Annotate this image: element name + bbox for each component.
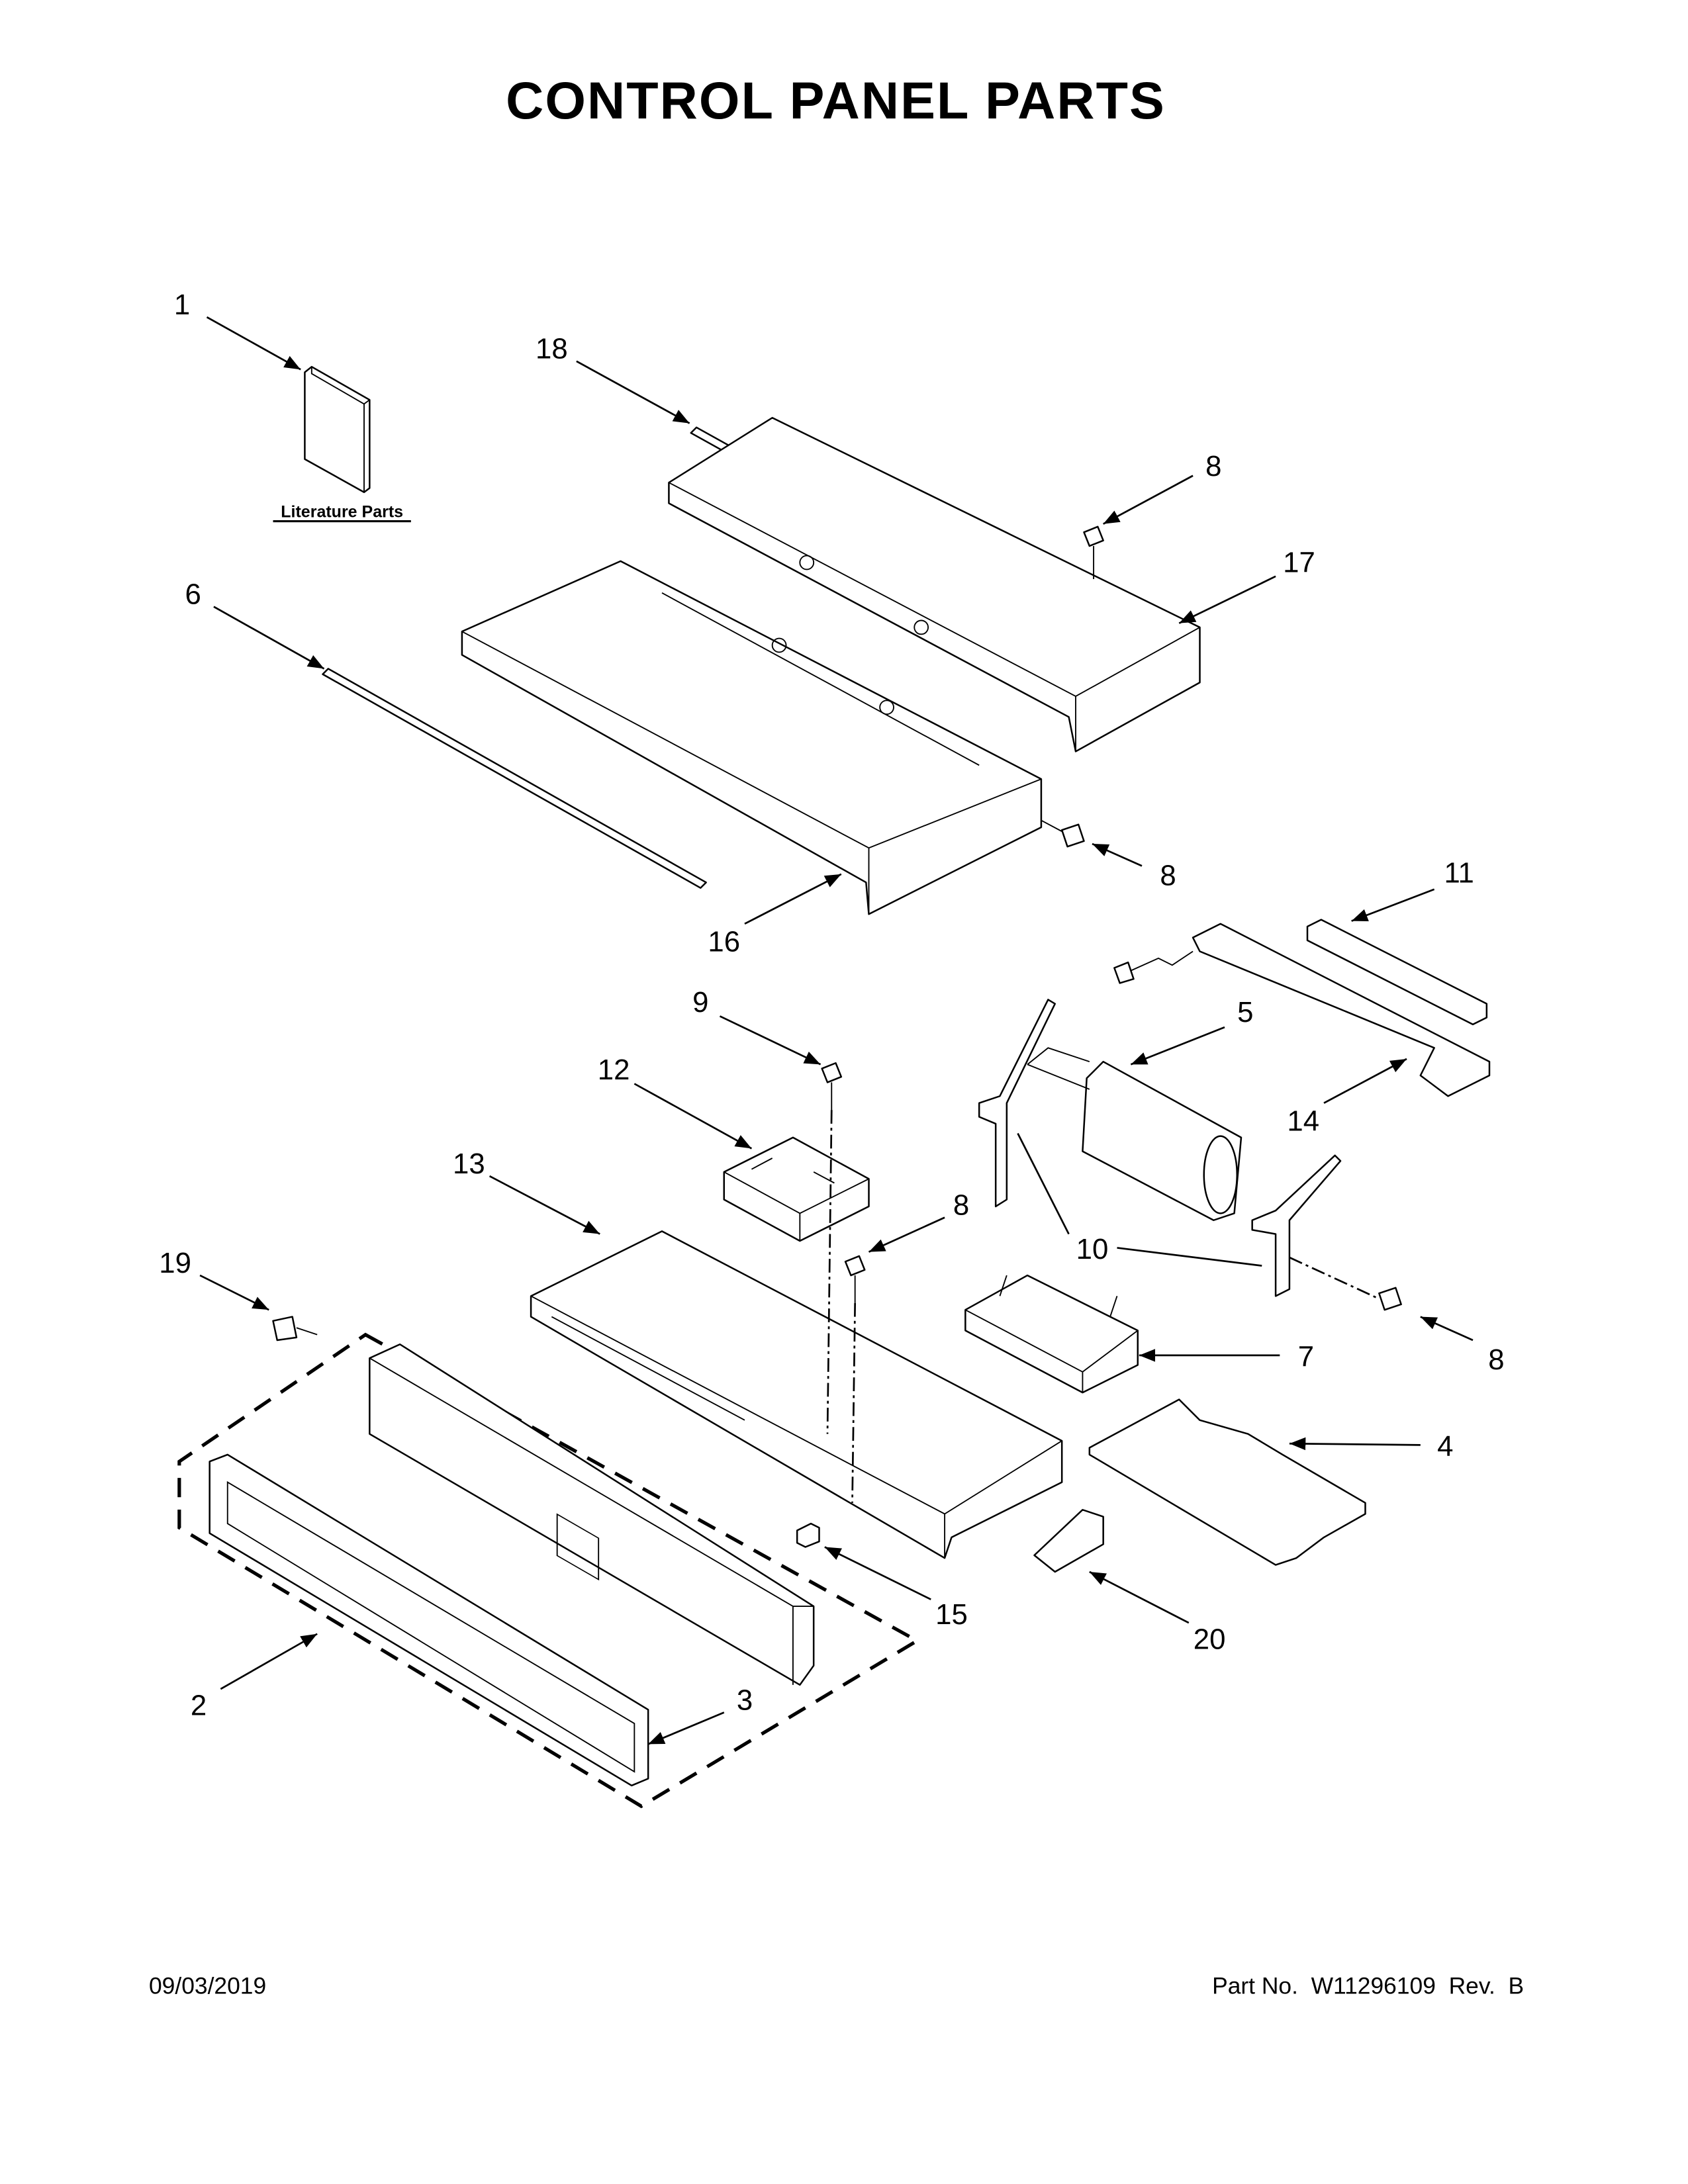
- bracket-10-right: [1251, 1154, 1380, 1300]
- callout-10: 10: [1076, 1233, 1109, 1265]
- rod-6: [322, 668, 707, 889]
- callout-11: 11: [1444, 856, 1474, 889]
- callout-20: 20: [1194, 1623, 1226, 1656]
- insulation-4: [1088, 1398, 1366, 1566]
- control-board-12: [723, 1136, 870, 1242]
- screw-8-side: [1041, 819, 1085, 848]
- screw-19: [272, 1316, 318, 1342]
- callout-6: 6: [185, 578, 201, 611]
- callout-8: 8: [1488, 1343, 1504, 1376]
- callout-5: 5: [1237, 996, 1253, 1028]
- blower-5: [1027, 1047, 1243, 1222]
- footer-part-number: Part No. W11296109 Rev. B: [1212, 1973, 1524, 1999]
- literature-book: [304, 365, 371, 493]
- bracket-14: [1192, 923, 1491, 1097]
- callout-numbers: 1 18 8 17 6 8 16 11 8 9 12 5 14 13 8 10 …: [159, 289, 1504, 1722]
- callout-15: 15: [935, 1598, 968, 1631]
- callout-8: 8: [1205, 450, 1221, 482]
- callout-13: 13: [453, 1148, 485, 1180]
- callout-8: 8: [1160, 860, 1176, 892]
- strip-11: [1306, 919, 1488, 1026]
- callout-12: 12: [598, 1054, 630, 1086]
- glass-panel-2: [209, 1453, 649, 1787]
- footer-date: 09/03/2019: [149, 1973, 266, 1999]
- callout-4: 4: [1437, 1430, 1453, 1463]
- callout-3: 3: [737, 1684, 753, 1716]
- literature-parts-label: Literature Parts: [281, 502, 403, 521]
- console-panel-3: [369, 1343, 815, 1686]
- assembly-outline-2: [177, 1332, 921, 1809]
- center-line-9: [826, 1110, 833, 1434]
- callout-9: 9: [692, 986, 708, 1019]
- mounting-plate-13: [530, 1230, 1063, 1559]
- center-line-8: [851, 1302, 857, 1503]
- callout-16: 16: [708, 926, 740, 958]
- screw-8-right: [1378, 1287, 1402, 1311]
- bracket-20: [1033, 1509, 1104, 1573]
- screw-8-mid: [844, 1255, 866, 1303]
- callout-7: 7: [1298, 1341, 1314, 1373]
- callout-17: 17: [1283, 547, 1315, 579]
- screw-9: [821, 1062, 843, 1111]
- callout-1: 1: [174, 289, 190, 321]
- page-title: CONTROL PANEL PARTS: [506, 71, 1166, 130]
- callout-19: 19: [159, 1247, 191, 1279]
- callout-18: 18: [536, 333, 568, 365]
- callout-2: 2: [191, 1690, 207, 1722]
- bracket-10-left: [978, 999, 1056, 1208]
- clip-15: [796, 1522, 820, 1548]
- screw-8-top: [1083, 525, 1104, 580]
- leader-lines: [199, 316, 1474, 1745]
- control-panel-support-16: [461, 560, 1043, 915]
- relay-board-7: [964, 1274, 1139, 1394]
- callout-8: 8: [953, 1189, 969, 1221]
- top-cover-17: [668, 417, 1201, 752]
- screw-8-bracket: [1113, 950, 1194, 984]
- callout-14: 14: [1287, 1105, 1319, 1137]
